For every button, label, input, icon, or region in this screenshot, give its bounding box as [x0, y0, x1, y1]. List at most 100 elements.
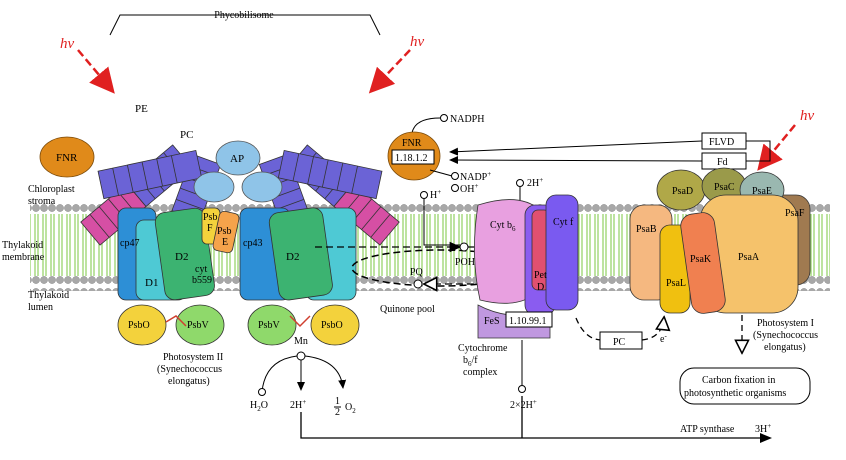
chloroplast-label-1: Chloroplast — [28, 184, 75, 195]
cytochrome-b6f — [474, 194, 579, 339]
pc-out-arrow — [641, 318, 664, 341]
quinone-pool-label: Quinone pool — [380, 304, 435, 315]
nadp-curve — [429, 169, 453, 177]
flvd-arrow — [449, 140, 703, 156]
thylakoid-membrane-label-1: Thylakoid — [2, 240, 43, 251]
h2o-node — [258, 388, 266, 396]
psaf-label: PsaF — [785, 208, 805, 219]
light-arrow-mid — [368, 49, 411, 94]
chloroplast-label-2: stroma — [28, 196, 56, 207]
ap-label: AP — [230, 153, 244, 165]
cyto-label-1: Cytochrome — [458, 343, 508, 354]
twox2h-label: 2×2H+ — [510, 398, 537, 411]
atp-arrowhead — [760, 433, 772, 443]
ec-fnr-box — [391, 149, 435, 165]
nadp-label: NADP+ — [460, 170, 491, 183]
carbon-label-2: photosynthetic organisms — [684, 388, 786, 399]
phycobilisome-bracket: Phycobilisome — [109, 10, 381, 36]
cyt-label-2: b559 — [192, 275, 212, 286]
pc-box — [599, 331, 643, 350]
psbe-label-1: Psb — [217, 226, 231, 237]
cp43-label: cp43 — [243, 238, 262, 249]
light-arrow-left — [77, 49, 115, 94]
photosystem-ii — [117, 207, 360, 346]
psad-label: PsaD — [672, 186, 693, 197]
cyto-label-2: b6/f — [463, 355, 478, 368]
phycobilisome-label: Phycobilisome — [214, 10, 274, 21]
psbe-label-2: E — [222, 237, 228, 248]
proton-line-left — [300, 412, 760, 439]
carbon-fixation-box — [679, 367, 811, 405]
o2-curve — [304, 355, 347, 389]
psbo-right-label: PsbO — [321, 320, 343, 331]
h-plus-line — [423, 199, 460, 246]
e-minus-label: e- — [660, 332, 667, 345]
nadph-curve — [411, 117, 441, 134]
d2-right-label: D2 — [286, 251, 299, 263]
pc-label: PC — [180, 129, 193, 141]
nadph-label: NADPH — [450, 114, 484, 125]
psbf-label-2: F — [207, 223, 213, 234]
photosystem-i — [629, 167, 811, 314]
light-arrow-right — [757, 124, 796, 171]
psi-label-1: Photosystem I — [757, 318, 814, 329]
flvd-fd-bracket — [746, 140, 771, 162]
hv-label-right: hν — [800, 108, 815, 124]
pet-label-1: Pet — [534, 270, 547, 281]
two-h-label: 2H+ — [290, 398, 306, 411]
nadp-node — [451, 172, 459, 180]
psal-label: PsaL — [666, 278, 686, 289]
psii-label-2: (Synechococcus — [157, 364, 222, 375]
atp-label: ATP synthase — [680, 424, 735, 435]
half-den: 2 — [335, 407, 340, 418]
oh-label: OH+ — [460, 182, 478, 195]
mn-node — [296, 351, 306, 361]
ec-fnr-label: 1.18.1.2 — [395, 153, 428, 164]
cyt-label-1: cyt — [195, 264, 207, 275]
oh-node — [451, 184, 459, 192]
two-h-top-label: 2H+ — [527, 176, 543, 189]
fd-arrow — [449, 156, 703, 165]
cytb6-label: Cyt b6 — [490, 220, 516, 233]
psae-label: PsaE — [752, 186, 772, 197]
fnr-left — [39, 136, 95, 178]
pc-in-arrow — [575, 317, 603, 341]
psii-label-3: elongatus) — [168, 376, 210, 387]
thylakoid-membrane-label-2: membrane — [2, 252, 45, 263]
cytf-label: Cyt f — [553, 217, 574, 228]
psbv-left-label: PsbV — [187, 320, 209, 331]
three-h-label: 3H+ — [755, 422, 771, 435]
two-h-top-node — [516, 179, 524, 187]
hv-label-left: hν — [60, 36, 75, 52]
psi-label-2: (Synechococcus — [753, 330, 818, 341]
ec-cyt-box — [505, 311, 553, 328]
ap-core — [193, 140, 283, 203]
h-plus-label: H+ — [430, 188, 441, 201]
psii-label-1: Photosystem II — [163, 352, 223, 363]
fnr-mid-label: FNR — [402, 138, 422, 149]
pet-label-2: D — [537, 282, 544, 293]
thylakoid-lumen-label-2: lumen — [28, 302, 53, 313]
psac-label: PsaC — [714, 182, 735, 193]
pe-label: PE — [135, 103, 148, 115]
fnr-left-label: FNR — [56, 152, 78, 164]
d2-left-label: D2 — [175, 251, 188, 263]
psaa-label: PsaA — [738, 252, 760, 263]
thylakoid-lumen-label-1: Thylakoid — [28, 290, 69, 301]
flvd-label: FLVD — [709, 137, 734, 148]
o2-label: O2 — [345, 402, 356, 415]
pc-box-label: PC — [613, 337, 626, 348]
pq-node — [413, 279, 423, 289]
pq-label: PQ — [410, 267, 424, 278]
half-num: 1 — [335, 396, 340, 407]
mn-label: Mn — [294, 336, 308, 347]
h2o-label: H2O — [250, 400, 268, 413]
psab-label: PsaB — [636, 224, 657, 235]
psi-label-3: elongatus) — [764, 342, 806, 353]
cyto-label-3: complex — [463, 367, 497, 378]
h2o-curve — [261, 355, 298, 393]
cp47-label: cp47 — [120, 238, 139, 249]
fes-label: FeS — [484, 316, 500, 327]
ec-cyt-label: 1.10.99.1 — [509, 316, 547, 327]
